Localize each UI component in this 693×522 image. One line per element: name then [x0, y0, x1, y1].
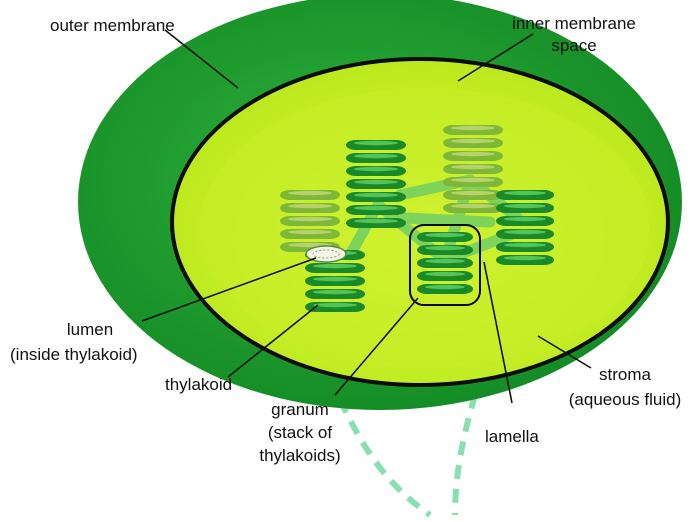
thylakoid-disc-highlight — [504, 230, 546, 234]
thylakoid-disc-highlight — [504, 217, 546, 221]
thylakoid-disc-highlight — [451, 152, 495, 156]
granum-label-line3: thylakoids) — [250, 446, 350, 466]
stroma-label-line1: stroma — [565, 365, 685, 385]
thylakoid-disc-highlight — [354, 206, 398, 210]
lamella-label: lamella — [485, 427, 539, 447]
stroma-region — [200, 88, 650, 368]
thylakoid-disc-highlight — [451, 126, 495, 130]
thylakoid-label: thylakoid — [165, 375, 232, 395]
thylakoid-disc-highlight — [504, 243, 546, 247]
thylakoid-disc-highlight — [313, 303, 357, 307]
thylakoid-disc-highlight — [288, 230, 332, 234]
thylakoid-disc-highlight — [354, 167, 398, 171]
inner-membrane-space-label-line2: space — [510, 36, 638, 56]
granum-label-line1: granum — [250, 400, 350, 420]
granum-label-line2: (stack of — [250, 423, 350, 443]
thylakoid-disc-highlight — [354, 180, 398, 184]
granum-stack — [417, 232, 473, 294]
thylakoid-disc-highlight — [288, 191, 332, 195]
thylakoid-disc-highlight — [425, 246, 465, 250]
thylakoid-disc-highlight — [425, 272, 465, 276]
outer-membrane-label: outer membrane — [50, 16, 175, 36]
thylakoid-stack-back-left — [280, 190, 340, 252]
thylakoid-disc-highlight — [313, 264, 357, 268]
inner-membrane-space-label-line1: inner membrane — [510, 14, 638, 34]
thylakoid-disc-highlight — [288, 217, 332, 221]
thylakoid-disc-highlight — [313, 290, 357, 294]
thylakoid-disc-highlight — [504, 256, 546, 260]
thylakoid-disc-highlight — [451, 139, 495, 143]
thylakoid-disc-highlight — [451, 178, 495, 182]
thylakoid-disc-highlight — [425, 259, 465, 263]
thylakoid-disc-highlight — [425, 233, 465, 237]
thylakoid-disc-highlight — [451, 165, 495, 169]
thylakoid-disc-highlight — [425, 285, 465, 289]
thylakoid-disc-highlight — [354, 219, 398, 223]
lumen-label-line1: lumen — [20, 320, 160, 340]
thylakoid-stack-center-top — [346, 140, 406, 228]
thylakoid-disc-highlight — [354, 141, 398, 145]
lumen-label-line2: (inside thylakoid) — [10, 345, 138, 365]
thylakoid-disc-highlight — [451, 191, 495, 195]
thylakoid-disc-highlight — [504, 191, 546, 195]
dashed-stalk — [340, 395, 475, 515]
thylakoid-disc-highlight — [451, 204, 495, 208]
thylakoid-disc-highlight — [288, 204, 332, 208]
thylakoid-disc-highlight — [354, 154, 398, 158]
stroma-label-line2: (aqueous fluid) — [560, 390, 690, 410]
thylakoid-disc-highlight — [504, 204, 546, 208]
thylakoid-stack-back-right — [443, 125, 503, 213]
thylakoid-disc-highlight — [313, 277, 357, 281]
thylakoid-disc-highlight — [354, 193, 398, 197]
